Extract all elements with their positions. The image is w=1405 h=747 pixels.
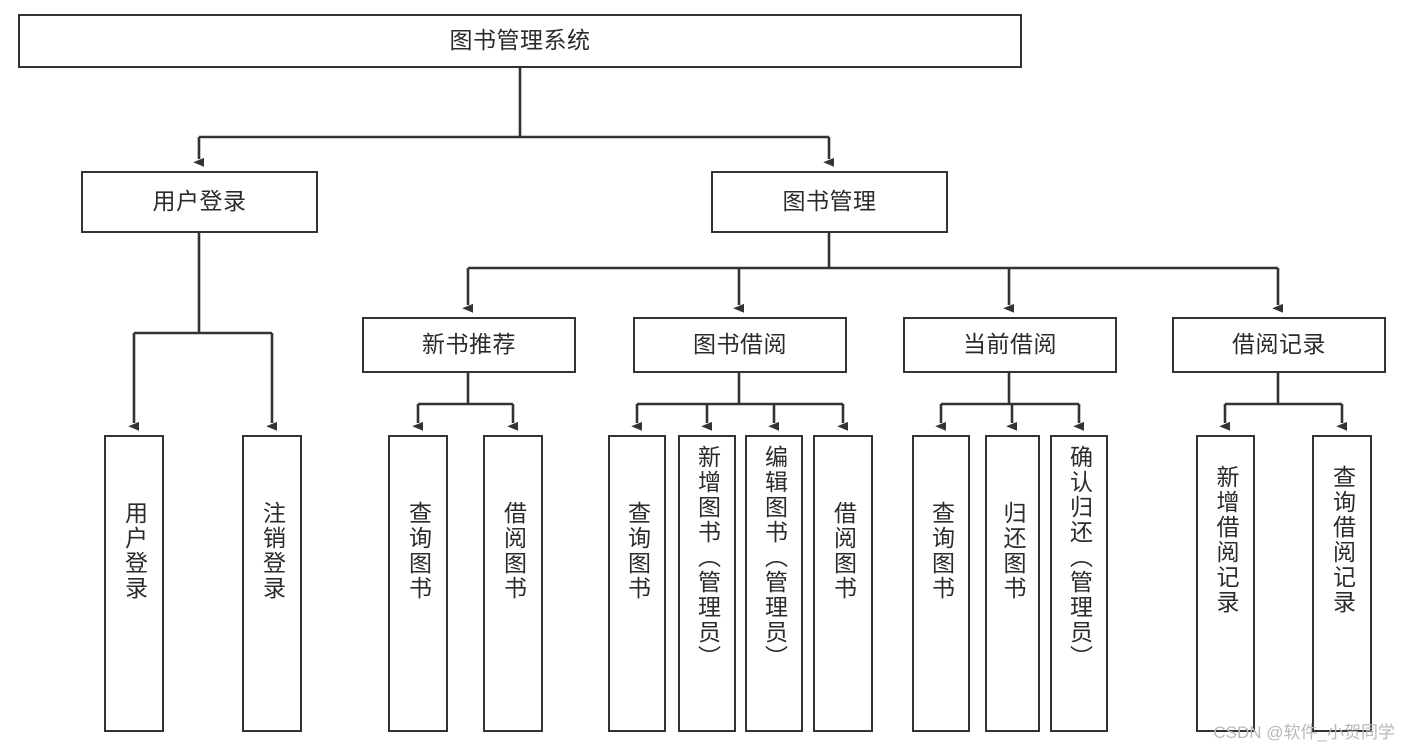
node-leaf-user-logout-label: 注销登录 (259, 501, 286, 601)
node-leaf-confirm-return-label: 确认归还（管理员） (1066, 445, 1093, 670)
node-book-borrow[interactable]: 图书借阅 (633, 317, 847, 373)
node-leaf-add-borrow-record-label: 新增借阅记录 (1213, 465, 1239, 615)
node-leaf-edit-book-label: 编辑图书（管理员） (761, 445, 788, 670)
node-leaf-edit-book[interactable]: 编辑图书（管理员） (745, 435, 803, 732)
node-borrow-record[interactable]: 借阅记录 (1172, 317, 1386, 373)
node-current-borrow[interactable]: 当前借阅 (903, 317, 1117, 373)
node-leaf-return-book[interactable]: 归还图书 (985, 435, 1040, 732)
node-leaf-return-book-label: 归还图书 (1000, 501, 1026, 601)
node-user-login-label: 用户登录 (152, 188, 247, 215)
node-leaf-add-borrow-record[interactable]: 新增借阅记录 (1196, 435, 1255, 732)
node-leaf-user-logout[interactable]: 注销登录 (242, 435, 302, 732)
node-leaf-add-book[interactable]: 新增图书（管理员） (678, 435, 736, 732)
node-leaf-user-login[interactable]: 用户登录 (104, 435, 164, 732)
node-leaf-query-book-2-label: 查询图书 (624, 501, 651, 601)
node-root-label: 图书管理系统 (449, 27, 591, 54)
node-leaf-query-book-3[interactable]: 查询图书 (912, 435, 970, 732)
node-new-book-recommend[interactable]: 新书推荐 (362, 317, 576, 373)
node-leaf-query-borrow-record-label: 查询借阅记录 (1329, 465, 1356, 615)
node-borrow-record-label: 借阅记录 (1232, 331, 1326, 358)
node-leaf-add-book-label: 新增图书（管理员） (694, 445, 721, 670)
node-user-login[interactable]: 用户登录 (81, 171, 318, 233)
node-book-borrow-label: 图书借阅 (693, 331, 787, 358)
node-book-manage-label: 图书管理 (782, 188, 877, 215)
node-leaf-query-book-1[interactable]: 查询图书 (388, 435, 448, 732)
node-leaf-query-book-1-label: 查询图书 (405, 501, 432, 601)
node-current-borrow-label: 当前借阅 (963, 331, 1057, 358)
node-leaf-query-borrow-record[interactable]: 查询借阅记录 (1312, 435, 1372, 732)
node-leaf-borrow-book-1-label: 借阅图书 (500, 501, 527, 601)
node-root[interactable]: 图书管理系统 (18, 14, 1022, 68)
node-leaf-confirm-return[interactable]: 确认归还（管理员） (1050, 435, 1108, 732)
node-leaf-borrow-book-1[interactable]: 借阅图书 (483, 435, 543, 732)
node-book-manage[interactable]: 图书管理 (711, 171, 948, 233)
node-leaf-query-book-3-label: 查询图书 (928, 501, 955, 601)
node-leaf-query-book-2[interactable]: 查询图书 (608, 435, 666, 732)
node-leaf-borrow-book-2[interactable]: 借阅图书 (813, 435, 873, 732)
csdn-watermark: CSDN @软件_小贺同学 (1213, 723, 1395, 742)
node-leaf-user-login-label: 用户登录 (121, 501, 148, 601)
node-new-book-recommend-label: 新书推荐 (422, 331, 516, 358)
node-leaf-borrow-book-2-label: 借阅图书 (830, 501, 857, 601)
